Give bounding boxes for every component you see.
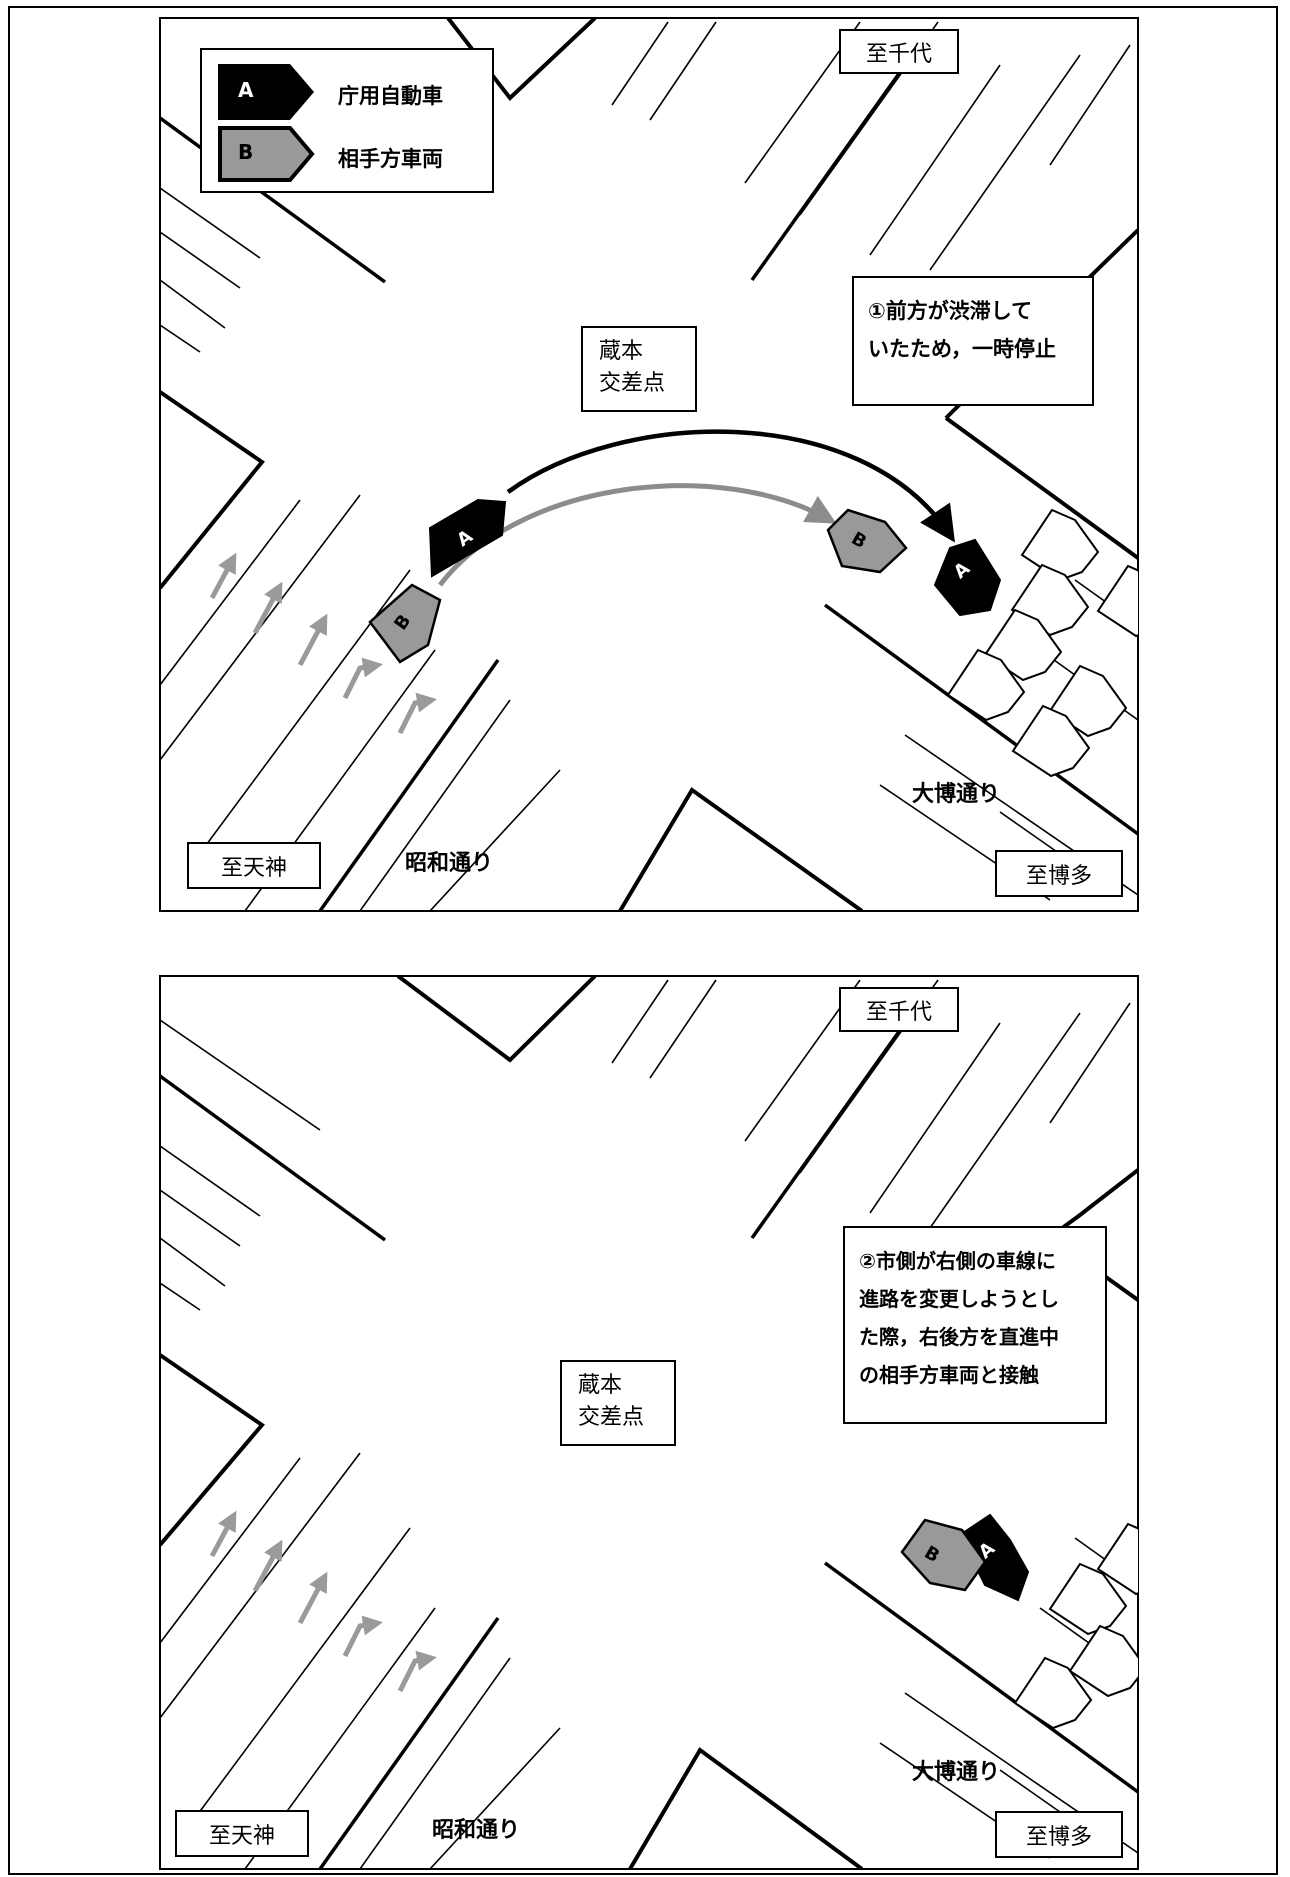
legend-b-icon	[218, 126, 315, 182]
panel-1-note: ①前方が渋滞して いたため，一時停止	[852, 276, 1094, 406]
panel-2-note-line2: 進路を変更しようとし	[859, 1287, 1059, 1311]
panel-2-north-label: 至千代	[839, 987, 959, 1032]
panel-1-note-line1: ①前方が渋滞して	[868, 299, 1033, 323]
panel-2-intersection-label: 蔵本 交差点	[560, 1360, 676, 1446]
panel-2-note: ②市側が右側の車線に 進路を変更しようとし た際，右後方を直進中 の相手方車両と…	[843, 1226, 1107, 1424]
panel-1-vehicle-b-start	[368, 583, 442, 664]
legend-a-icon	[218, 64, 314, 120]
legend-b-label: 相手方車両	[338, 147, 443, 171]
panel-2-roads	[160, 976, 1138, 1869]
panel-1-vehicle-b-end	[826, 508, 908, 574]
panel-1-road-showa: 昭和通り	[405, 851, 494, 876]
panel-1-note-line2: いたため，一時停止	[868, 337, 1056, 361]
legend-box: A B 庁用自動車 相手方車両	[200, 48, 494, 193]
panel-2-intersection-line1: 蔵本	[578, 1373, 623, 1398]
legend-b-letter: B	[238, 140, 254, 164]
panel-2-note-line1: ②市側が右側の車線に	[859, 1249, 1056, 1273]
panel-1-intersection-line1: 蔵本	[599, 339, 644, 364]
panel-2-vehicle-a	[958, 1513, 1030, 1602]
panel-2-road-daihaku: 大博通り	[912, 1760, 1001, 1785]
panel-1-vehicle-a-start	[428, 498, 507, 578]
legend-a-label: 庁用自動車	[338, 84, 443, 108]
panel-2-intersection-line2: 交差点	[578, 1405, 645, 1430]
panel-1-north-label: 至千代	[839, 29, 959, 74]
panel-2-southwest-label: 至天神	[175, 1810, 309, 1857]
panel-1-vehicle-a-end	[933, 538, 1002, 617]
legend-a-letter: A	[238, 78, 254, 102]
panel-1-southwest-label: 至天神	[187, 842, 321, 889]
panel-1-intersection-label: 蔵本 交差点	[581, 326, 697, 412]
panel-1-southeast-label: 至博多	[995, 850, 1123, 897]
legend-shapes	[218, 64, 315, 182]
panel-2-note-line3: た際，右後方を直進中	[859, 1325, 1059, 1349]
panel-2-vehicle-b	[900, 1518, 987, 1592]
panel-1-intersection-line2: 交差点	[599, 371, 666, 396]
panel-2-note-line4: の相手方車両と接触	[859, 1363, 1039, 1387]
panel-2-southeast-label: 至博多	[995, 1811, 1123, 1858]
panel-2-road-showa: 昭和通り	[432, 1818, 521, 1843]
panel-1-road-daihaku: 大博通り	[912, 782, 1001, 807]
